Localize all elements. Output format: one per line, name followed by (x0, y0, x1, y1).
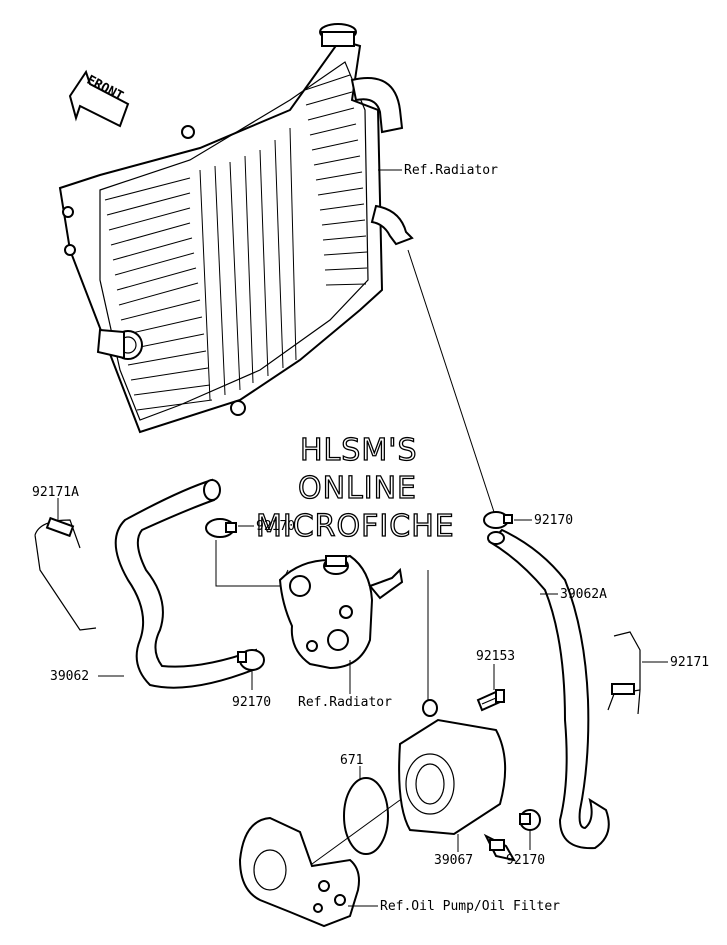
clip-92171A (34, 516, 97, 631)
front-arrow-icon: FRONT (68, 69, 130, 128)
label-92153: 92153 (476, 649, 515, 664)
label-ref-radiator-mid: Ref.Radiator (298, 695, 392, 710)
pump-housing (278, 554, 404, 670)
watermark-line2: ONLINE (298, 471, 417, 506)
label-39062: 39062 (50, 669, 89, 684)
watermark: HLSM'S ONLINE MICROFICHE (255, 432, 455, 544)
label-92170-d: 92170 (506, 853, 545, 868)
watermark-line3: MICROFICHE (256, 509, 455, 544)
clamp-92170-a (205, 518, 237, 538)
clamp-92170-c (483, 511, 513, 529)
hose-39062 (114, 478, 260, 689)
clip-92171 (607, 631, 641, 715)
label-92170-a: 92170 (256, 519, 295, 534)
radiator (58, 23, 414, 434)
oil-pump-housing (238, 816, 360, 928)
oil-cooler (398, 718, 516, 862)
bolt-92153 (476, 689, 505, 712)
label-92171A: 92171A (32, 485, 79, 500)
label-92170-c: 92170 (534, 513, 573, 528)
clamp-92170-b (237, 649, 265, 671)
label-671: 671 (340, 753, 363, 768)
label-92170-b: 92170 (232, 695, 271, 710)
label-39062A: 39062A (560, 587, 607, 602)
watermark-line1: HLSM'S (300, 433, 418, 468)
radiator-fins (104, 74, 368, 411)
o-ring-671 (343, 777, 389, 855)
clamp-92170-d (519, 809, 541, 831)
label-ref-oil-pump: Ref.Oil Pump/Oil Filter (380, 899, 560, 914)
hose-39062A (487, 528, 610, 850)
label-92171: 92171 (670, 655, 709, 670)
label-ref-radiator-top: Ref.Radiator (404, 163, 498, 178)
label-39067: 39067 (434, 853, 473, 868)
